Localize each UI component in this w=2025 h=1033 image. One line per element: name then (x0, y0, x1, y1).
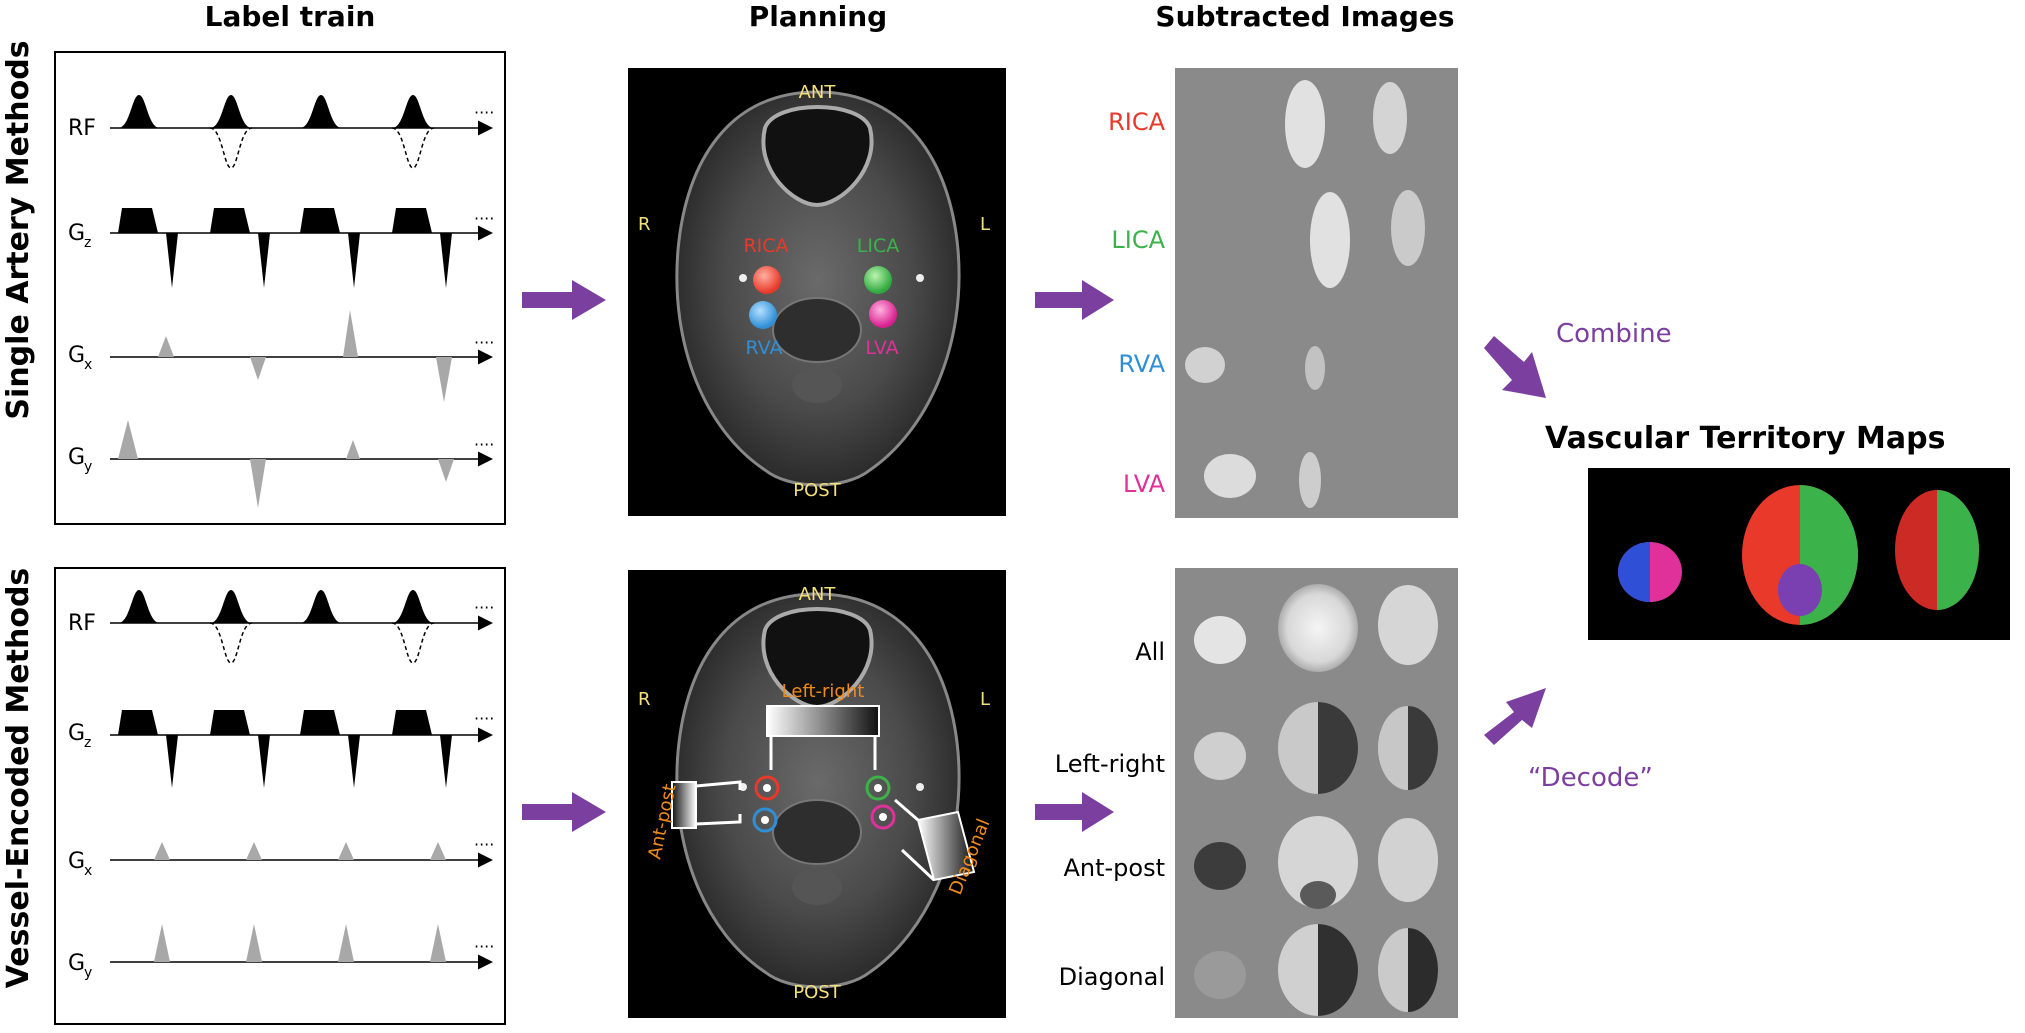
rf-ellipsis-single: ···· (474, 103, 494, 122)
gx-label-single: G (68, 343, 85, 368)
rva-marker-single (749, 301, 777, 329)
row-label-ant-post: Ant-post (1063, 854, 1165, 882)
label-train-box-vessel (54, 567, 506, 1025)
side-label-single-artery: Single Artery Methods (1, 40, 36, 419)
gz-sub-vessel: z (84, 735, 91, 751)
left-right-label: Left-right (782, 681, 865, 702)
rf-label-single: RF (68, 116, 96, 141)
header-subtracted-images: Subtracted Images (1155, 0, 1454, 33)
gx-label-vessel: G (68, 849, 85, 874)
row-label-left-right: Left-right (1055, 750, 1165, 778)
side-label-vessel-encoded: Vessel-Encoded Methods (1, 568, 36, 989)
head-scan-vessel (675, 592, 961, 989)
header-label-train: Label train (205, 0, 376, 33)
gx-ellipsis-vessel: ···· (474, 835, 494, 854)
rf-ellipsis-vessel: ···· (474, 598, 494, 617)
lica-marker-single (864, 266, 892, 294)
arrow-label-to-planning-vessel (522, 792, 606, 832)
subtracted-panel-vessel (1175, 568, 1458, 1018)
planning-panel-vessel: Left-right Ant-post Diagonal ANT POST R … (628, 570, 1006, 1018)
subtracted-labels-single: RICA LICA RVA LVA (1108, 108, 1166, 498)
label-train-box-single (54, 51, 506, 525)
rf-pulses-single (118, 95, 434, 128)
waveforms-vessel: RF ···· G z ···· G x ···· (68, 590, 494, 981)
gy-ellipsis-vessel: ···· (474, 937, 494, 956)
row-label-diagonal: Diagonal (1059, 963, 1165, 991)
planning-post-single: POST (793, 480, 841, 501)
rf-label-vessel: RF (68, 611, 96, 636)
gy-label-vessel: G (68, 951, 85, 976)
gy-sub-vessel: y (84, 965, 92, 981)
gx-ellipsis-single: ···· (474, 333, 494, 352)
gz-label-single: G (68, 221, 85, 246)
mandible-single (761, 105, 874, 208)
gy-ellipsis-single: ···· (474, 435, 494, 454)
arrow-planning-to-subtracted-single (1035, 280, 1114, 320)
row-label-all: All (1135, 638, 1165, 666)
gz-label-vessel: G (68, 721, 85, 746)
gx-pulses-single (158, 310, 452, 402)
head-scan-single (675, 90, 961, 487)
subtracted-labels-vessel: All Left-right Ant-post Diagonal (1055, 638, 1165, 991)
gz-ellipsis-single: ···· (474, 209, 494, 228)
rica-ring-vessel (754, 775, 780, 801)
planning-lva-label: LVA (865, 337, 898, 359)
planning-post-vessel: POST (793, 982, 841, 1003)
arrow-planning-to-subtracted-vessel (1035, 792, 1114, 832)
planning-ant-vessel: ANT (799, 584, 837, 605)
gy-label-single: G (68, 445, 85, 470)
rica-marker-single (753, 266, 781, 294)
planning-r-vessel: R (638, 689, 651, 710)
arrow-combine (1484, 336, 1546, 398)
gx-sub-vessel: x (84, 863, 92, 879)
row-label-rva: RVA (1118, 350, 1165, 378)
arrows (522, 280, 1546, 832)
lica-ring-vessel (865, 775, 891, 801)
arrow-label-to-planning-single (522, 280, 606, 320)
row-label-lva: LVA (1123, 470, 1166, 498)
planning-lica-label: LICA (857, 235, 899, 257)
waveforms-single: RF ···· G z ···· G x (68, 95, 494, 508)
lva-ring-vessel (870, 804, 896, 830)
lva-marker-single (869, 300, 897, 328)
diagonal-encoding: Diagonal (894, 798, 995, 898)
row-label-lica: LICA (1111, 226, 1165, 254)
rva-ring-vessel (752, 807, 778, 833)
left-right-encoding: Left-right (766, 681, 880, 770)
planning-ant-single: ANT (799, 82, 837, 103)
row-label-rica: RICA (1108, 108, 1166, 136)
gx-sub-single: x (84, 357, 92, 373)
decode-label: “Decode” (1528, 763, 1653, 793)
maps-title: Vascular Territory Maps (1545, 421, 1945, 456)
gy-pulses-single (118, 420, 454, 508)
gz-sub-single: z (84, 235, 91, 251)
planning-l-vessel: L (980, 689, 990, 710)
planning-panel-single: ANT POST R L RICA LICA RVA LVA (628, 68, 1006, 516)
combine-label: Combine (1556, 319, 1672, 349)
planning-rica-label: RICA (743, 235, 788, 257)
planning-rva-label: RVA (746, 337, 783, 359)
vascular-territory-maps (1588, 468, 2010, 640)
planning-r-single: R (638, 214, 651, 235)
gz-ellipsis-vessel: ···· (474, 709, 494, 728)
subtracted-panel-single (1175, 68, 1458, 518)
gy-sub-single: y (84, 459, 92, 475)
gz-pulses-single (118, 208, 452, 288)
header-planning: Planning (749, 0, 887, 33)
planning-l-single: L (980, 214, 990, 235)
arrow-decode (1484, 688, 1546, 745)
